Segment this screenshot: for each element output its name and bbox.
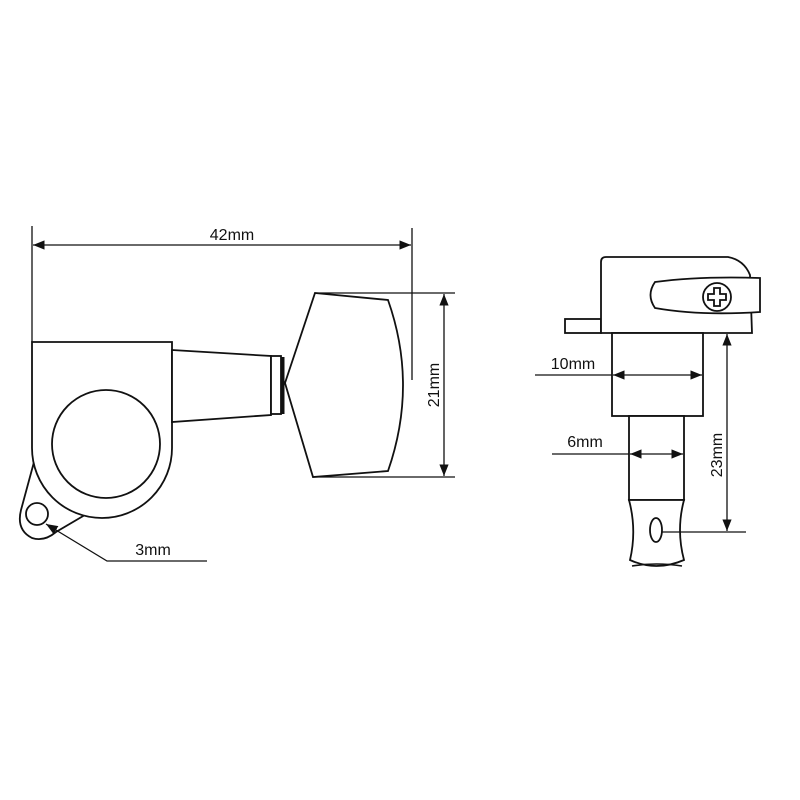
shaft-collar [270, 355, 282, 415]
post-tip-edge [631, 563, 683, 567]
side-view: 42mm 21mm 3mm [18, 226, 455, 562]
leader-line-hole [45, 523, 207, 562]
front-view: 10mm 6mm 23mm [535, 256, 761, 567]
phillips-cross-icon [707, 287, 727, 307]
string-post [628, 415, 685, 501]
mounting-hole [25, 502, 49, 526]
string-post-circle [51, 389, 161, 499]
label-post-diameter: 6mm [567, 434, 603, 451]
label-bushing-diameter: 10mm [551, 356, 595, 373]
label-overall-length: 42mm [210, 227, 254, 244]
string-hole [649, 517, 663, 543]
anti-rotation-tab [564, 318, 602, 334]
worm-shaft [171, 349, 272, 423]
label-button-height: 21mm [426, 363, 443, 407]
label-post-height: 23mm [709, 433, 726, 477]
label-mounting-hole: 3mm [135, 542, 171, 559]
tuning-button [284, 292, 404, 478]
